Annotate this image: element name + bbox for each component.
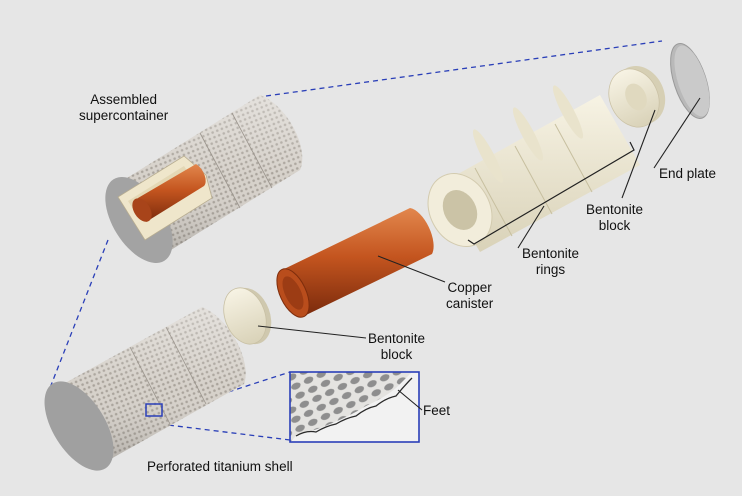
copper-canister [276, 208, 434, 318]
label-assembled-line1: Assembled [90, 92, 158, 107]
label-end-plate-text: End plate [659, 166, 717, 181]
label-assembled-supercontainer: Assembled supercontainer [79, 92, 168, 124]
label-copper-canister: Copper canister [446, 280, 493, 312]
label-bentonite-rings-line2: rings [535, 262, 566, 277]
bentonite-rings [427, 85, 640, 252]
label-copper-canister-line1: Copper [447, 280, 492, 295]
titanium-shell [44, 307, 246, 471]
label-feet: Feet [423, 403, 450, 419]
label-bentonite-block-center-line2: block [380, 347, 413, 362]
label-bentonite-block-right-line2: block [598, 218, 631, 233]
label-perforated-shell: Perforated titanium shell [147, 459, 293, 475]
label-bentonite-block-center-line1: Bentonite [368, 331, 426, 346]
leader-lines [257, 97, 701, 411]
label-bentonite-rings: Bentonite rings [522, 246, 579, 278]
end-plate [670, 43, 710, 119]
label-copper-canister-line2: canister [446, 296, 494, 311]
label-bentonite-block-center: Bentonite block [368, 331, 425, 363]
label-bentonite-rings-line1: Bentonite [522, 246, 580, 261]
label-feet-text: Feet [423, 403, 451, 418]
feet-inset [289, 371, 420, 443]
bentonite-block-center [223, 287, 272, 345]
label-end-plate: End plate [659, 166, 716, 182]
bentonite-block-right [608, 65, 666, 128]
label-bentonite-block-right: Bentonite block [586, 202, 643, 234]
label-assembled-line2: supercontainer [79, 108, 169, 123]
assembled-supercontainer [105, 95, 303, 263]
label-bentonite-block-right-line1: Bentonite [586, 202, 644, 217]
label-perforated-shell-text: Perforated titanium shell [147, 459, 293, 474]
